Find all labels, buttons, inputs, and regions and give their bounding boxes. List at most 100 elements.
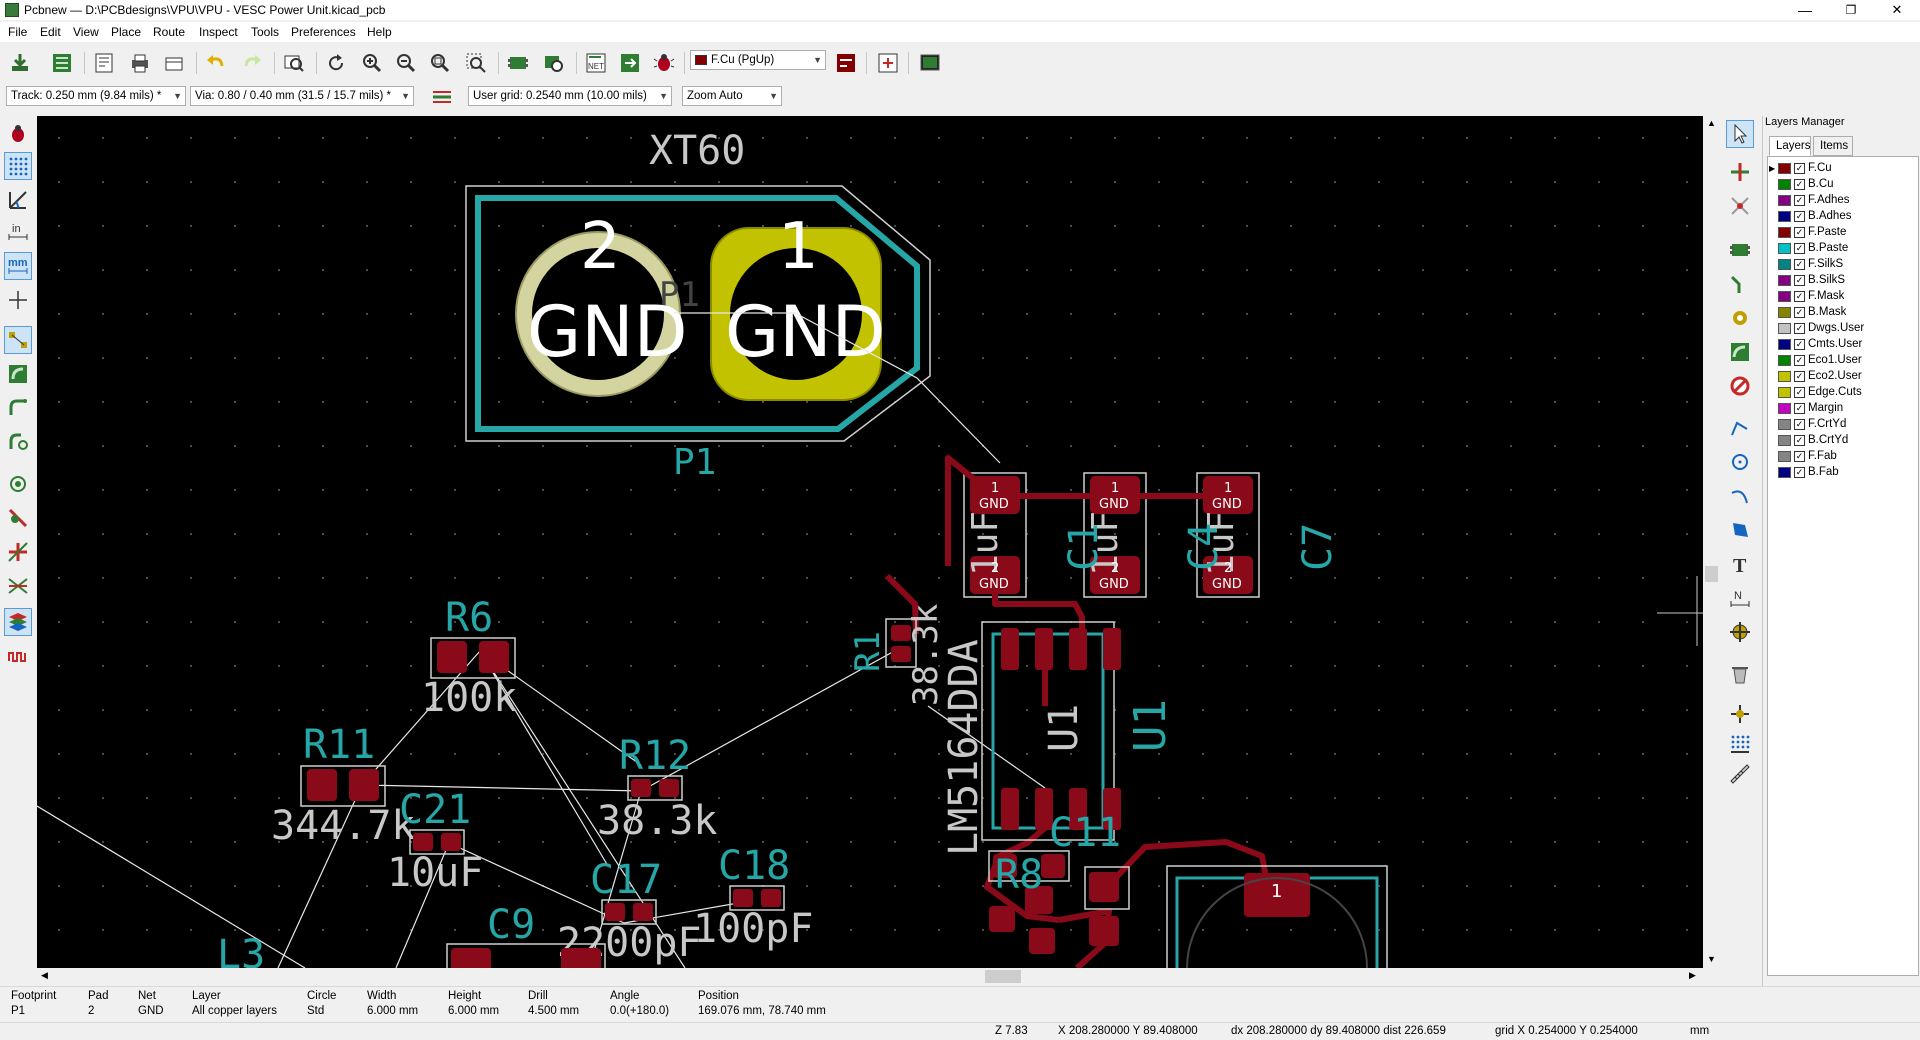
- layer-visibility-checkbox[interactable]: ✓: [1794, 418, 1805, 430]
- add-keepout-icon[interactable]: [1726, 372, 1754, 400]
- footprint-c17[interactable]: [601, 899, 657, 925]
- local-ratsnest-icon[interactable]: [4, 538, 32, 566]
- cursor-shape-icon[interactable]: [4, 286, 32, 314]
- layer-color-swatch[interactable]: [1778, 354, 1791, 366]
- layer-row[interactable]: ✓B.Fab: [1778, 464, 1839, 480]
- scripting-icon[interactable]: [874, 49, 902, 77]
- pad-c21-1[interactable]: [413, 833, 433, 851]
- drc-marker-icon[interactable]: [4, 120, 32, 148]
- layer-row[interactable]: ✓F.Mask: [1778, 288, 1844, 304]
- layer-visibility-checkbox[interactable]: ✓: [1794, 370, 1805, 382]
- pad-r1-2[interactable]: [891, 646, 911, 662]
- grid-origin-icon[interactable]: [1726, 730, 1754, 758]
- add-circle-icon[interactable]: [1726, 448, 1754, 476]
- scroll-up-icon[interactable]: ▲: [1707, 118, 1716, 128]
- menu-route[interactable]: Route: [153, 25, 186, 39]
- menu-tools[interactable]: Tools: [251, 25, 280, 39]
- layer-color-swatch[interactable]: [1778, 322, 1791, 334]
- add-target-icon[interactable]: [1726, 618, 1754, 646]
- pad-c4-2[interactable]: [1090, 556, 1140, 594]
- route-track-icon[interactable]: [1726, 270, 1754, 298]
- layer-color-swatch[interactable]: [1778, 386, 1791, 398]
- track-outline-icon[interactable]: [4, 394, 32, 422]
- menu-place[interactable]: Place: [111, 25, 142, 39]
- minimize-button[interactable]: —: [1798, 2, 1812, 18]
- zoom-out-icon[interactable]: [392, 49, 420, 77]
- layer-row[interactable]: ✓Eco2.User: [1778, 368, 1862, 384]
- layer-visibility-checkbox[interactable]: ✓: [1794, 354, 1805, 366]
- pad-inductor-1[interactable]: [1244, 873, 1310, 917]
- curved-ratsnest-icon[interactable]: [4, 572, 32, 600]
- layer-visibility-checkbox[interactable]: ✓: [1794, 386, 1805, 398]
- board-setup-icon[interactable]: [48, 49, 76, 77]
- polar-coords-icon[interactable]: [4, 186, 32, 214]
- add-text-icon[interactable]: T: [1726, 550, 1754, 578]
- horizontal-scrollbar[interactable]: ◀ ▶: [37, 968, 1703, 985]
- mm-units-icon[interactable]: mm: [4, 252, 32, 280]
- layer-color-swatch[interactable]: [1778, 210, 1791, 222]
- add-footprint-icon[interactable]: [1726, 236, 1754, 264]
- redraw-icon[interactable]: [322, 49, 350, 77]
- footprint-u2-partial[interactable]: [1084, 866, 1130, 946]
- layer-visibility-checkbox[interactable]: ✓: [1794, 178, 1805, 190]
- layer-color-swatch[interactable]: [1778, 290, 1791, 302]
- pcb-canvas[interactable]: XT60 P1 2 1 GND GND P1: [37, 116, 1703, 968]
- pad-c21-2[interactable]: [441, 833, 461, 851]
- menu-file[interactable]: File: [8, 25, 28, 39]
- layer-color-swatch[interactable]: [1778, 162, 1791, 174]
- footprint-r11[interactable]: [300, 765, 386, 807]
- zoom-in-icon[interactable]: [358, 49, 386, 77]
- footprint-r6[interactable]: [430, 637, 516, 679]
- add-zone-icon[interactable]: [1726, 338, 1754, 366]
- menu-edit[interactable]: Edit: [40, 25, 61, 39]
- select-icon[interactable]: [1726, 120, 1754, 148]
- layer-color-swatch[interactable]: [1778, 194, 1791, 206]
- track-width-dropdown[interactable]: Track: 0.250 mm (9.84 mils) * ▼: [6, 86, 186, 106]
- find-icon[interactable]: [280, 49, 308, 77]
- layer-color-swatch[interactable]: [1778, 370, 1791, 382]
- layer-row[interactable]: ✓B.Cu: [1778, 176, 1834, 192]
- footprint-browser-icon[interactable]: [540, 49, 568, 77]
- layer-visibility-checkbox[interactable]: ✓: [1794, 450, 1805, 462]
- pad-r11-2[interactable]: [349, 769, 379, 801]
- pad-r11-1[interactable]: [307, 769, 337, 801]
- add-line-icon[interactable]: [1726, 414, 1754, 442]
- layer-color-swatch[interactable]: [1778, 402, 1791, 414]
- ratsnest-icon[interactable]: [4, 326, 32, 354]
- pad-c18-2[interactable]: [761, 889, 781, 907]
- scroll-right-icon[interactable]: ▶: [1689, 970, 1696, 980]
- layer-visibility-checkbox[interactable]: ✓: [1794, 242, 1805, 254]
- print-icon[interactable]: [126, 49, 154, 77]
- layer-color-swatch[interactable]: [1778, 434, 1791, 446]
- layer-visibility-checkbox[interactable]: ✓: [1794, 434, 1805, 446]
- via-size-dropdown[interactable]: Via: 0.80 / 0.40 mm (31.5 / 15.7 mils) *…: [190, 86, 414, 106]
- redo-icon[interactable]: [238, 49, 266, 77]
- plot-icon[interactable]: [160, 49, 188, 77]
- vertical-scroll-thumb[interactable]: [1705, 566, 1718, 582]
- layer-row[interactable]: ✓Cmts.User: [1778, 336, 1862, 352]
- vertical-scrollbar[interactable]: ▲ ▼: [1703, 116, 1720, 968]
- footprint-u1[interactable]: [981, 621, 1121, 841]
- footprint-c9[interactable]: [446, 943, 606, 968]
- layer-row[interactable]: ✓F.Fab: [1778, 448, 1837, 464]
- layer-visibility-checkbox[interactable]: ✓: [1794, 338, 1805, 350]
- scroll-down-icon[interactable]: ▼: [1707, 954, 1716, 964]
- layer-visibility-checkbox[interactable]: ✓: [1794, 466, 1805, 478]
- undo-icon[interactable]: [202, 49, 230, 77]
- layer-visibility-checkbox[interactable]: ✓: [1794, 402, 1805, 414]
- layer-color-swatch[interactable]: [1778, 242, 1791, 254]
- menu-preferences[interactable]: Preferences: [291, 25, 356, 39]
- layer-row[interactable]: ✓F.CrtYd: [1778, 416, 1846, 432]
- save-board-icon[interactable]: [6, 49, 34, 77]
- layer-visibility-checkbox[interactable]: ✓: [1794, 258, 1805, 270]
- layer-row[interactable]: ▶✓F.Cu: [1769, 160, 1832, 176]
- via-outline-icon[interactable]: [4, 428, 32, 456]
- inch-units-icon[interactable]: in: [4, 218, 32, 246]
- highlight-net-icon[interactable]: [1726, 158, 1754, 186]
- length-tune-icon[interactable]: [4, 642, 32, 670]
- scroll-left-icon[interactable]: ◀: [41, 970, 48, 980]
- zone-fill-icon[interactable]: [4, 360, 32, 388]
- layer-color-swatch[interactable]: [1778, 226, 1791, 238]
- layer-row[interactable]: ✓B.CrtYd: [1778, 432, 1848, 448]
- layer-row[interactable]: ✓Margin: [1778, 400, 1843, 416]
